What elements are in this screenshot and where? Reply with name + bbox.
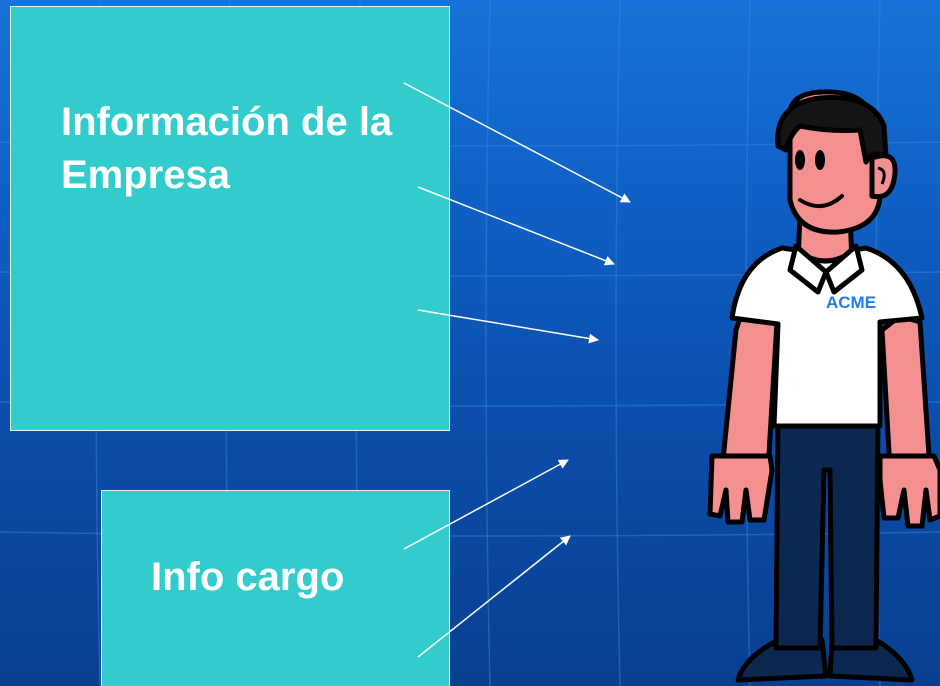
hair bbox=[775, 95, 889, 165]
cargo-info-label: Info cargo bbox=[151, 555, 345, 599]
right-arm bbox=[879, 313, 933, 473]
right-eye bbox=[815, 150, 825, 170]
arrow-2 bbox=[417, 186, 615, 266]
arrow-3 bbox=[417, 309, 599, 344]
shirt bbox=[729, 245, 925, 429]
cargo-info-box bbox=[101, 490, 450, 686]
ear-detail bbox=[877, 166, 886, 185]
arrow-1 bbox=[403, 82, 631, 203]
left-hand bbox=[707, 453, 775, 525]
left-arm bbox=[719, 315, 780, 473]
arrow-5 bbox=[417, 535, 571, 658]
right-hand bbox=[877, 453, 940, 529]
collar bbox=[787, 243, 865, 295]
smile bbox=[798, 194, 844, 208]
empresa-info-box bbox=[10, 6, 450, 431]
pants bbox=[773, 417, 881, 651]
empresa-info-label: Información de la Empresa bbox=[61, 100, 393, 197]
arrow-4 bbox=[403, 459, 569, 550]
left-eye bbox=[795, 150, 805, 170]
shirt-logo-text: ACME bbox=[826, 293, 877, 312]
